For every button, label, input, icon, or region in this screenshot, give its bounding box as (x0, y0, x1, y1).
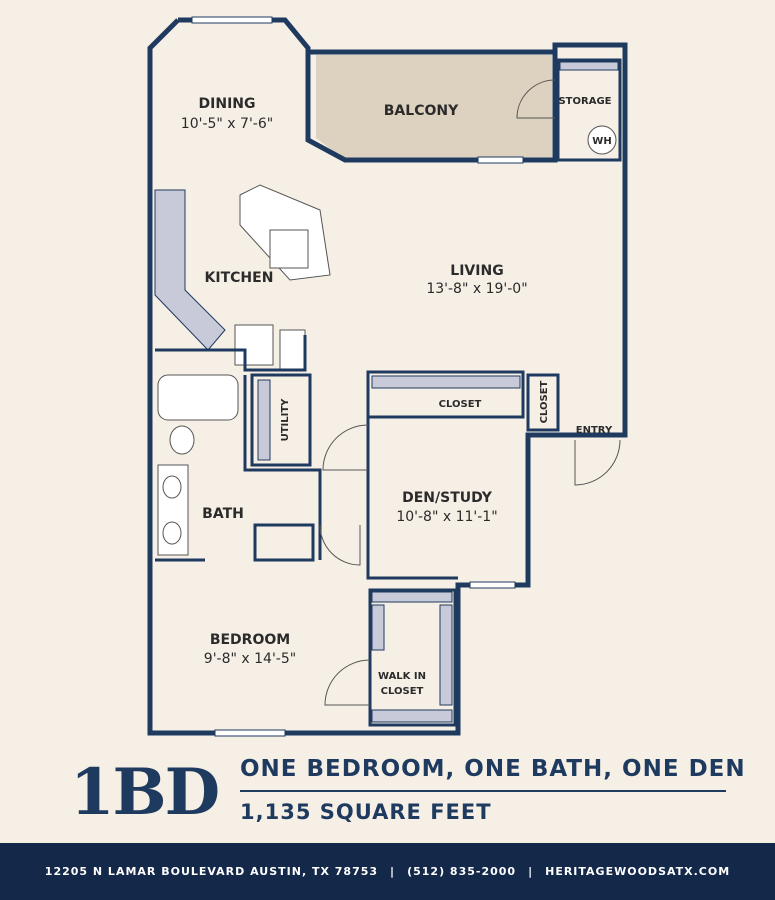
storage-door (516, 79, 556, 119)
footer-phone: (512) 835-2000 (407, 865, 517, 878)
window-balcony (477, 156, 524, 164)
living-dims: 13'-8" x 19'-0" (426, 281, 527, 297)
floor-plan: DINING 10'-5" x 7'-6" BALCONY STORAGE WH… (147, 16, 628, 737)
walk-in-door (324, 659, 371, 706)
walk-in-shelf-top (371, 591, 453, 603)
balcony-label: BALCONY (384, 103, 459, 119)
entry-closet-label: CLOSET (539, 380, 550, 423)
footer-website[interactable]: HERITAGEWOODSATX.COM (545, 865, 731, 878)
footer-address: 12205 N LAMAR BOULEVARD AUSTIN, TX 78753 (44, 865, 379, 878)
walk-in-shelf-left (371, 604, 385, 651)
kitchen-label: KITCHEN (205, 270, 274, 286)
vanity-sink-2 (162, 521, 182, 545)
walk-in-label-1: WALK IN (378, 671, 426, 682)
den-wall (366, 372, 458, 580)
storage-label: STORAGE (558, 96, 611, 107)
utility-shelf (257, 379, 271, 461)
den-closet-shelf (371, 375, 521, 389)
water-heater (587, 125, 617, 155)
floorplan-description: ONE BEDROOM, ONE BATH, ONE DEN (240, 756, 746, 782)
footer-bar: 12205 N LAMAR BOULEVARD AUSTIN, TX 78753… (0, 843, 775, 900)
linen-closet (253, 523, 315, 562)
walk-in-shelf-bottom (371, 709, 453, 723)
den-label: DEN/STUDY (402, 490, 493, 506)
balcony-area (316, 55, 552, 160)
toilet (169, 425, 195, 455)
entry-closet (526, 373, 560, 432)
walk-in-closet (368, 588, 457, 727)
utility-label: UTILITY (280, 398, 291, 442)
window-bedroom (214, 729, 286, 737)
utility-room (250, 373, 312, 467)
bath-wall-right (243, 375, 322, 560)
window-den (469, 581, 516, 589)
storage-room (556, 58, 622, 162)
title-divider (240, 790, 726, 792)
bath-label: BATH (202, 506, 244, 522)
dining-label: DINING (199, 96, 256, 112)
refrigerator (234, 324, 274, 366)
kitchen-sink (269, 229, 309, 269)
outer-wall (147, 17, 628, 736)
walk-in-shelf-right (439, 604, 453, 706)
dining-dims: 10'-5" x 7'-6" (181, 116, 273, 132)
den-door (322, 424, 369, 471)
storage-shelf (559, 61, 619, 71)
pantry (279, 329, 306, 371)
water-heater-label: WH (592, 136, 611, 147)
entry-label: ENTRY (576, 425, 613, 436)
window-dining (191, 16, 273, 24)
entry-door (574, 439, 621, 486)
bedroom-dims: 9'-8" x 14'-5" (204, 651, 296, 667)
vanity-sink-1 (162, 475, 182, 499)
bedroom-label: BEDROOM (210, 632, 290, 648)
bath-wall (155, 335, 307, 372)
living-label: LIVING (450, 263, 503, 279)
floorplan-label: 1BD (70, 755, 220, 830)
walk-in-label-2: CLOSET (381, 686, 424, 697)
kitchen-counter (154, 189, 226, 351)
square-feet: 1,135 SQUARE FEET (240, 800, 492, 824)
footer-separator-2: | (528, 865, 534, 878)
bathtub (157, 374, 239, 421)
closet-label: CLOSET (439, 399, 482, 410)
title-block: 1BD ONE BEDROOM, ONE BATH, ONE DEN 1,135… (0, 752, 775, 842)
bedroom-door (319, 524, 361, 566)
footer-separator-1: | (390, 865, 396, 878)
den-dims: 10'-8" x 11'-1" (396, 509, 497, 525)
